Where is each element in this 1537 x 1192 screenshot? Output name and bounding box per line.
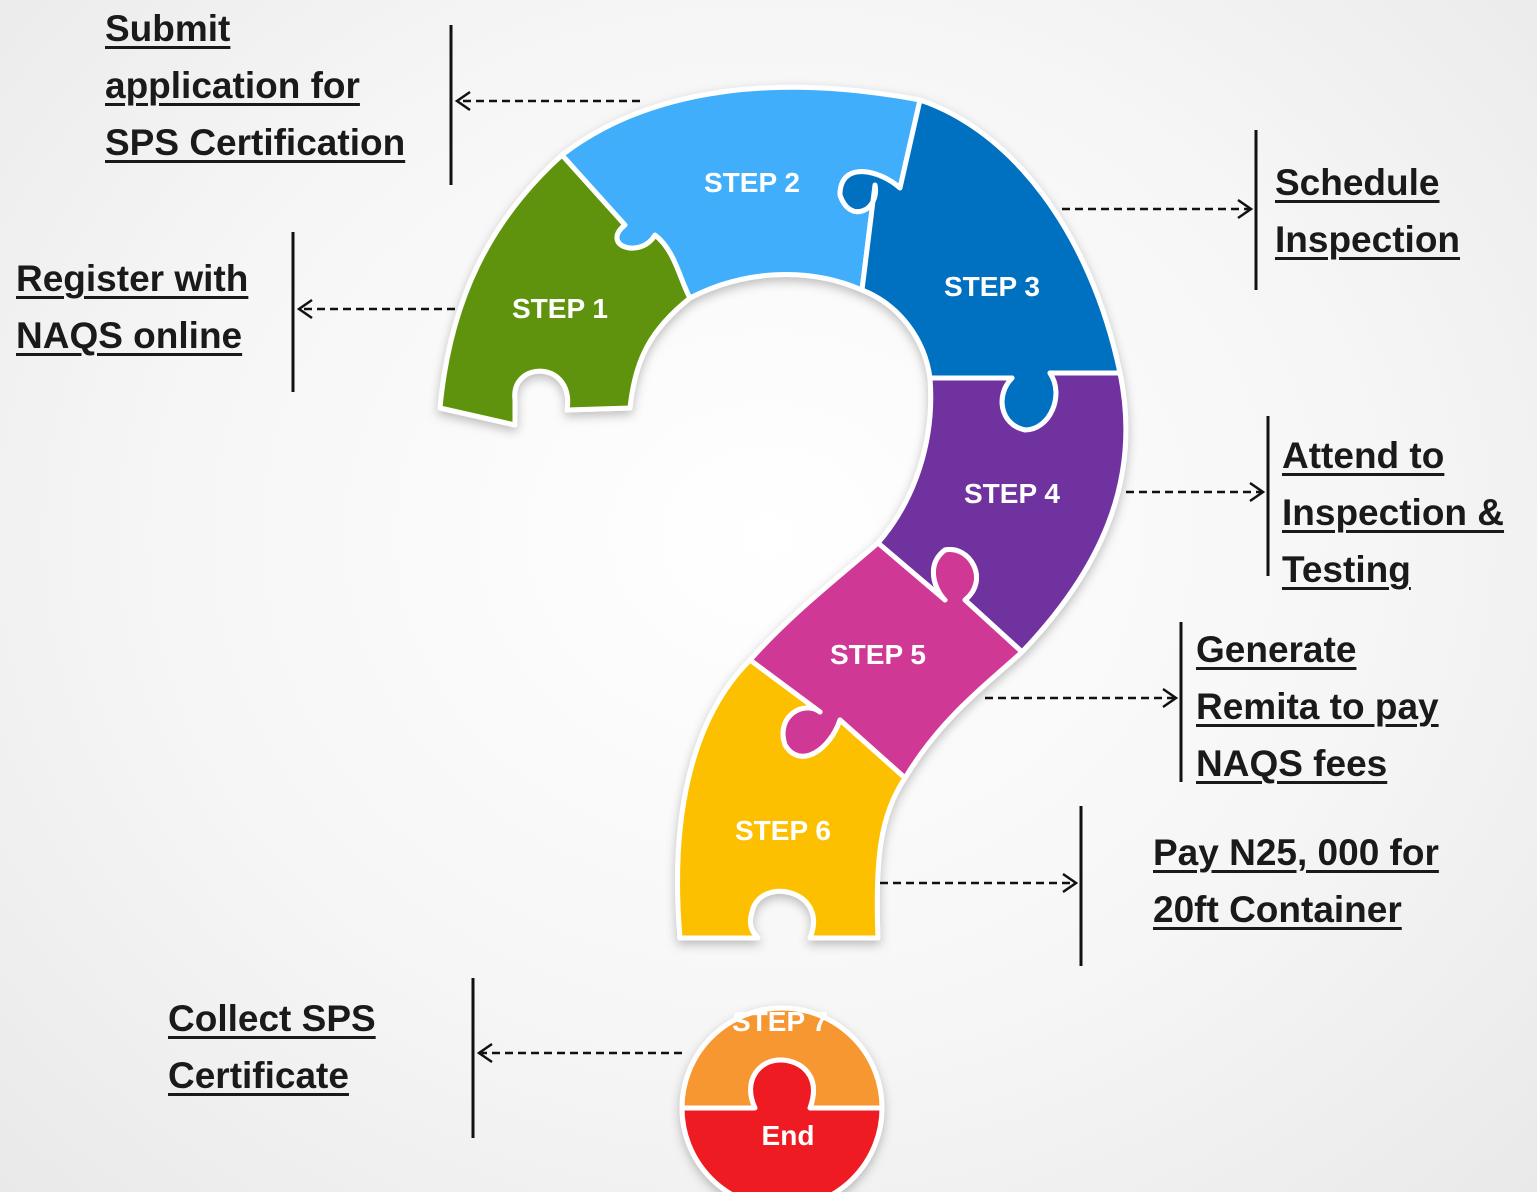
step-7-description: Collect SPS Certificate — [168, 998, 376, 1096]
arrow-step-4 — [1126, 481, 1266, 503]
step-3-description: Schedule Inspection — [1275, 162, 1461, 260]
step-5-label: STEP 5 — [830, 639, 926, 670]
step-2-label: STEP 2 — [704, 167, 800, 198]
step-1-label: STEP 1 — [512, 293, 608, 324]
step-5-description: Generate Remita to pay NAQS fees — [1196, 629, 1439, 784]
step-6-label: STEP 6 — [735, 815, 831, 846]
step-2-description: Submit application for SPS Certification — [105, 8, 406, 163]
step-4-description: Attend to Inspection & Testing — [1282, 435, 1505, 590]
arrow-step-6 — [880, 872, 1079, 894]
step-1-description: Register with NAQS online — [16, 258, 249, 356]
puzzle-piece-end — [679, 1057, 885, 1192]
arrow-step-5 — [985, 687, 1179, 709]
arrow-step-1 — [296, 298, 455, 320]
arrow-step-3 — [1062, 198, 1254, 220]
end-label: End — [762, 1120, 815, 1151]
step-3-label: STEP 3 — [944, 271, 1040, 302]
step-7-label: STEP 7 — [732, 1006, 828, 1037]
step-4-label: STEP 4 — [964, 478, 1060, 509]
puzzle-piece-step-6 — [675, 657, 908, 941]
step-6-description: Pay N25, 000 for 20ft Container — [1153, 832, 1439, 930]
arrow-step-7 — [476, 1042, 682, 1064]
arrow-step-2 — [454, 90, 640, 112]
